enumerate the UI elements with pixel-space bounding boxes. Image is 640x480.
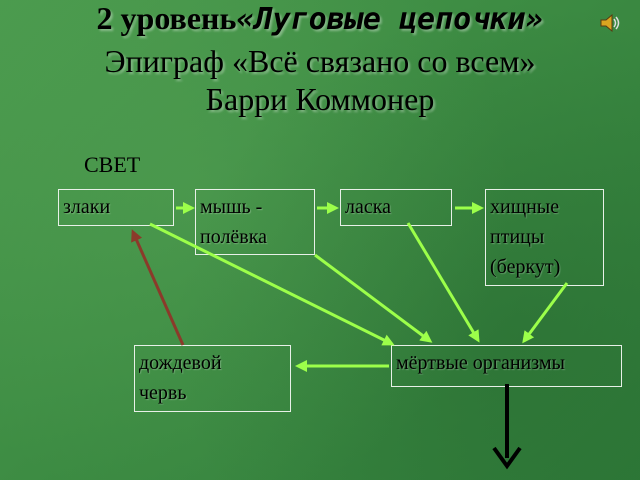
node-grasses: злаки bbox=[58, 189, 174, 226]
title-author: Барри Коммонер bbox=[205, 81, 435, 117]
arrow-earthworm-to-grasses bbox=[131, 229, 185, 346]
title-line-1: 2 уровень«Луговые цепочки» bbox=[0, 0, 640, 42]
node-grasses-label: злаки bbox=[63, 196, 111, 218]
arrow-weasel-to-dead bbox=[406, 222, 480, 343]
node-birds-label-2: птицы bbox=[490, 226, 545, 248]
title-chains: «Луговые цепочки» bbox=[236, 2, 544, 37]
arrow-vole-to-dead bbox=[314, 253, 433, 343]
title-level: 2 уровень bbox=[96, 0, 237, 36]
arrow-grasses-to-dead bbox=[149, 222, 395, 346]
node-dead-organisms-label: мёртвые организмы bbox=[396, 352, 565, 374]
title-epigraph: Эпиграф «Всё связано со всем» bbox=[104, 43, 536, 79]
arrow-down-head bbox=[492, 446, 522, 470]
node-vole-label-2: полёвка bbox=[200, 226, 268, 248]
node-weasel: ласка bbox=[340, 189, 452, 226]
node-birds-label-1: хищные bbox=[490, 196, 560, 218]
node-birds-of-prey: хищные птицы (беркут) bbox=[485, 189, 604, 286]
light-label: СВЕТ bbox=[84, 152, 141, 177]
node-vole: мышь - полёвка bbox=[195, 189, 315, 255]
arrow-birds-to-dead bbox=[522, 282, 569, 344]
node-earthworm-label-1: дождевой bbox=[139, 352, 222, 374]
node-earthworm: дождевой червь bbox=[134, 345, 291, 412]
node-weasel-label: ласка bbox=[345, 196, 392, 218]
node-earthworm-label-2: червь bbox=[139, 382, 187, 404]
speaker-icon[interactable] bbox=[600, 14, 622, 32]
node-vole-label-1: мышь - bbox=[200, 196, 263, 218]
node-birds-label-3: (беркут) bbox=[490, 256, 561, 278]
